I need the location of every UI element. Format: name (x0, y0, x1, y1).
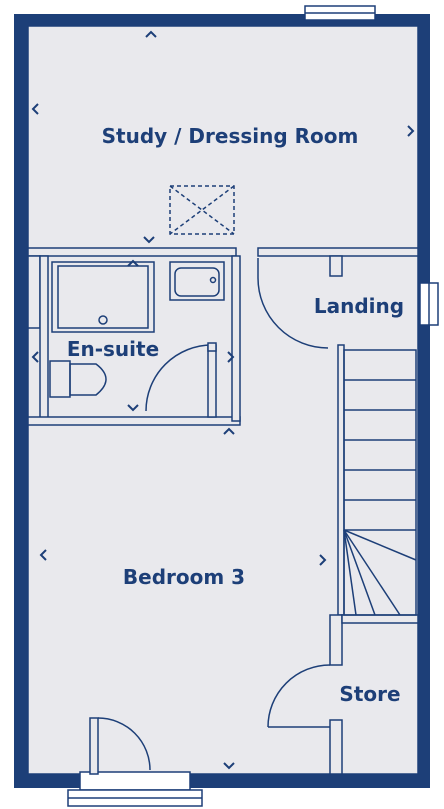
chevron-right-icon (227, 351, 235, 363)
study-partition (27, 247, 419, 257)
stair-walls (329, 255, 419, 775)
chevron-right-icon (319, 554, 327, 566)
window-right (419, 282, 439, 326)
chevron-left-icon (31, 351, 39, 363)
room-label-store: Store (339, 682, 400, 706)
chevron-down-icon (143, 236, 155, 244)
chevron-left-icon (39, 549, 47, 561)
chevron-up-icon (145, 30, 157, 38)
room-label-bedroom: Bedroom 3 (123, 565, 245, 589)
dimension-markers (31, 30, 415, 770)
loft-hatch-icon (169, 185, 235, 235)
room-label-landing: Landing (314, 294, 404, 318)
shower-tray (51, 261, 155, 333)
ensuite-walls (27, 255, 241, 426)
chevron-up-icon (127, 259, 139, 267)
chevron-up-icon (223, 427, 235, 435)
window-top (304, 5, 376, 21)
chevron-down-icon (127, 404, 139, 412)
bedroom-door (89, 717, 151, 775)
room-label-study: Study / Dressing Room (102, 124, 359, 148)
store-door (267, 664, 331, 728)
staircase (343, 349, 417, 616)
floor-area (27, 25, 419, 775)
toilet (49, 360, 107, 398)
window-bottom (67, 771, 203, 807)
basin (169, 261, 225, 301)
ensuite-door (145, 342, 217, 412)
chevron-down-icon (223, 762, 235, 770)
landing-door (257, 258, 329, 349)
chevron-right-icon (407, 125, 415, 137)
chevron-left-icon (31, 103, 39, 115)
room-label-ensuite: En-suite (67, 337, 159, 361)
